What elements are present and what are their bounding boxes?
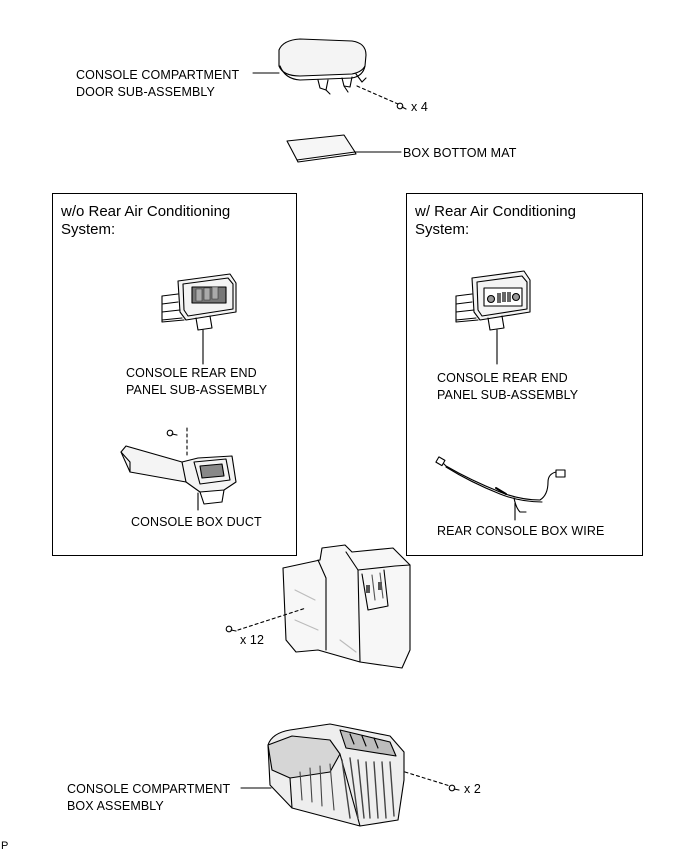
rear-end-panel-icon (455, 270, 531, 331)
rear-end-panel-icon (161, 273, 237, 331)
left-box-title-line-2: System: (61, 221, 116, 238)
console-compartment-box-icon (267, 723, 405, 827)
without-rear-ac-box (52, 193, 297, 556)
corner-letter: P (1, 840, 9, 852)
duct-label: CONSOLE BOX DUCT (131, 515, 262, 529)
right-box-title-line-1: w/ Rear Air Conditioning (415, 203, 576, 220)
box-screw-qty: x 2 (464, 782, 481, 796)
box-bottom-mat-icon (286, 134, 357, 163)
right-panel-label-line-1: CONSOLE REAR END (437, 371, 568, 385)
rear-console-box-wire-icon (435, 456, 566, 513)
box-label-line-2: BOX ASSEMBLY (67, 799, 164, 813)
console-box-duct-icon (120, 445, 237, 505)
bracket-screw-qty: x 12 (240, 633, 265, 647)
console-door-icon (278, 38, 367, 95)
wire-label: REAR CONSOLE BOX WIRE (437, 524, 605, 538)
right-box-title-line-2: System: (415, 221, 470, 238)
left-box-title-line-1: w/o Rear Air Conditioning (61, 203, 231, 220)
right-panel-label-line-2: PANEL SUB-ASSEMBLY (437, 388, 579, 402)
with-rear-ac-box (406, 193, 643, 556)
screw-icon (396, 102, 407, 110)
box-label-line-1: CONSOLE COMPARTMENT (67, 782, 231, 796)
mat-label: BOX BOTTOM MAT (403, 146, 517, 160)
door-screw-qty: x 4 (411, 100, 428, 114)
left-panel-label-line-2: PANEL SUB-ASSEMBLY (126, 383, 268, 397)
door-label-line-1: CONSOLE COMPARTMENT (76, 68, 240, 82)
left-panel-label-line-1: CONSOLE REAR END (126, 366, 257, 380)
console-bracket-icon (282, 544, 411, 669)
door-label-line-2: DOOR SUB-ASSEMBLY (76, 85, 215, 99)
